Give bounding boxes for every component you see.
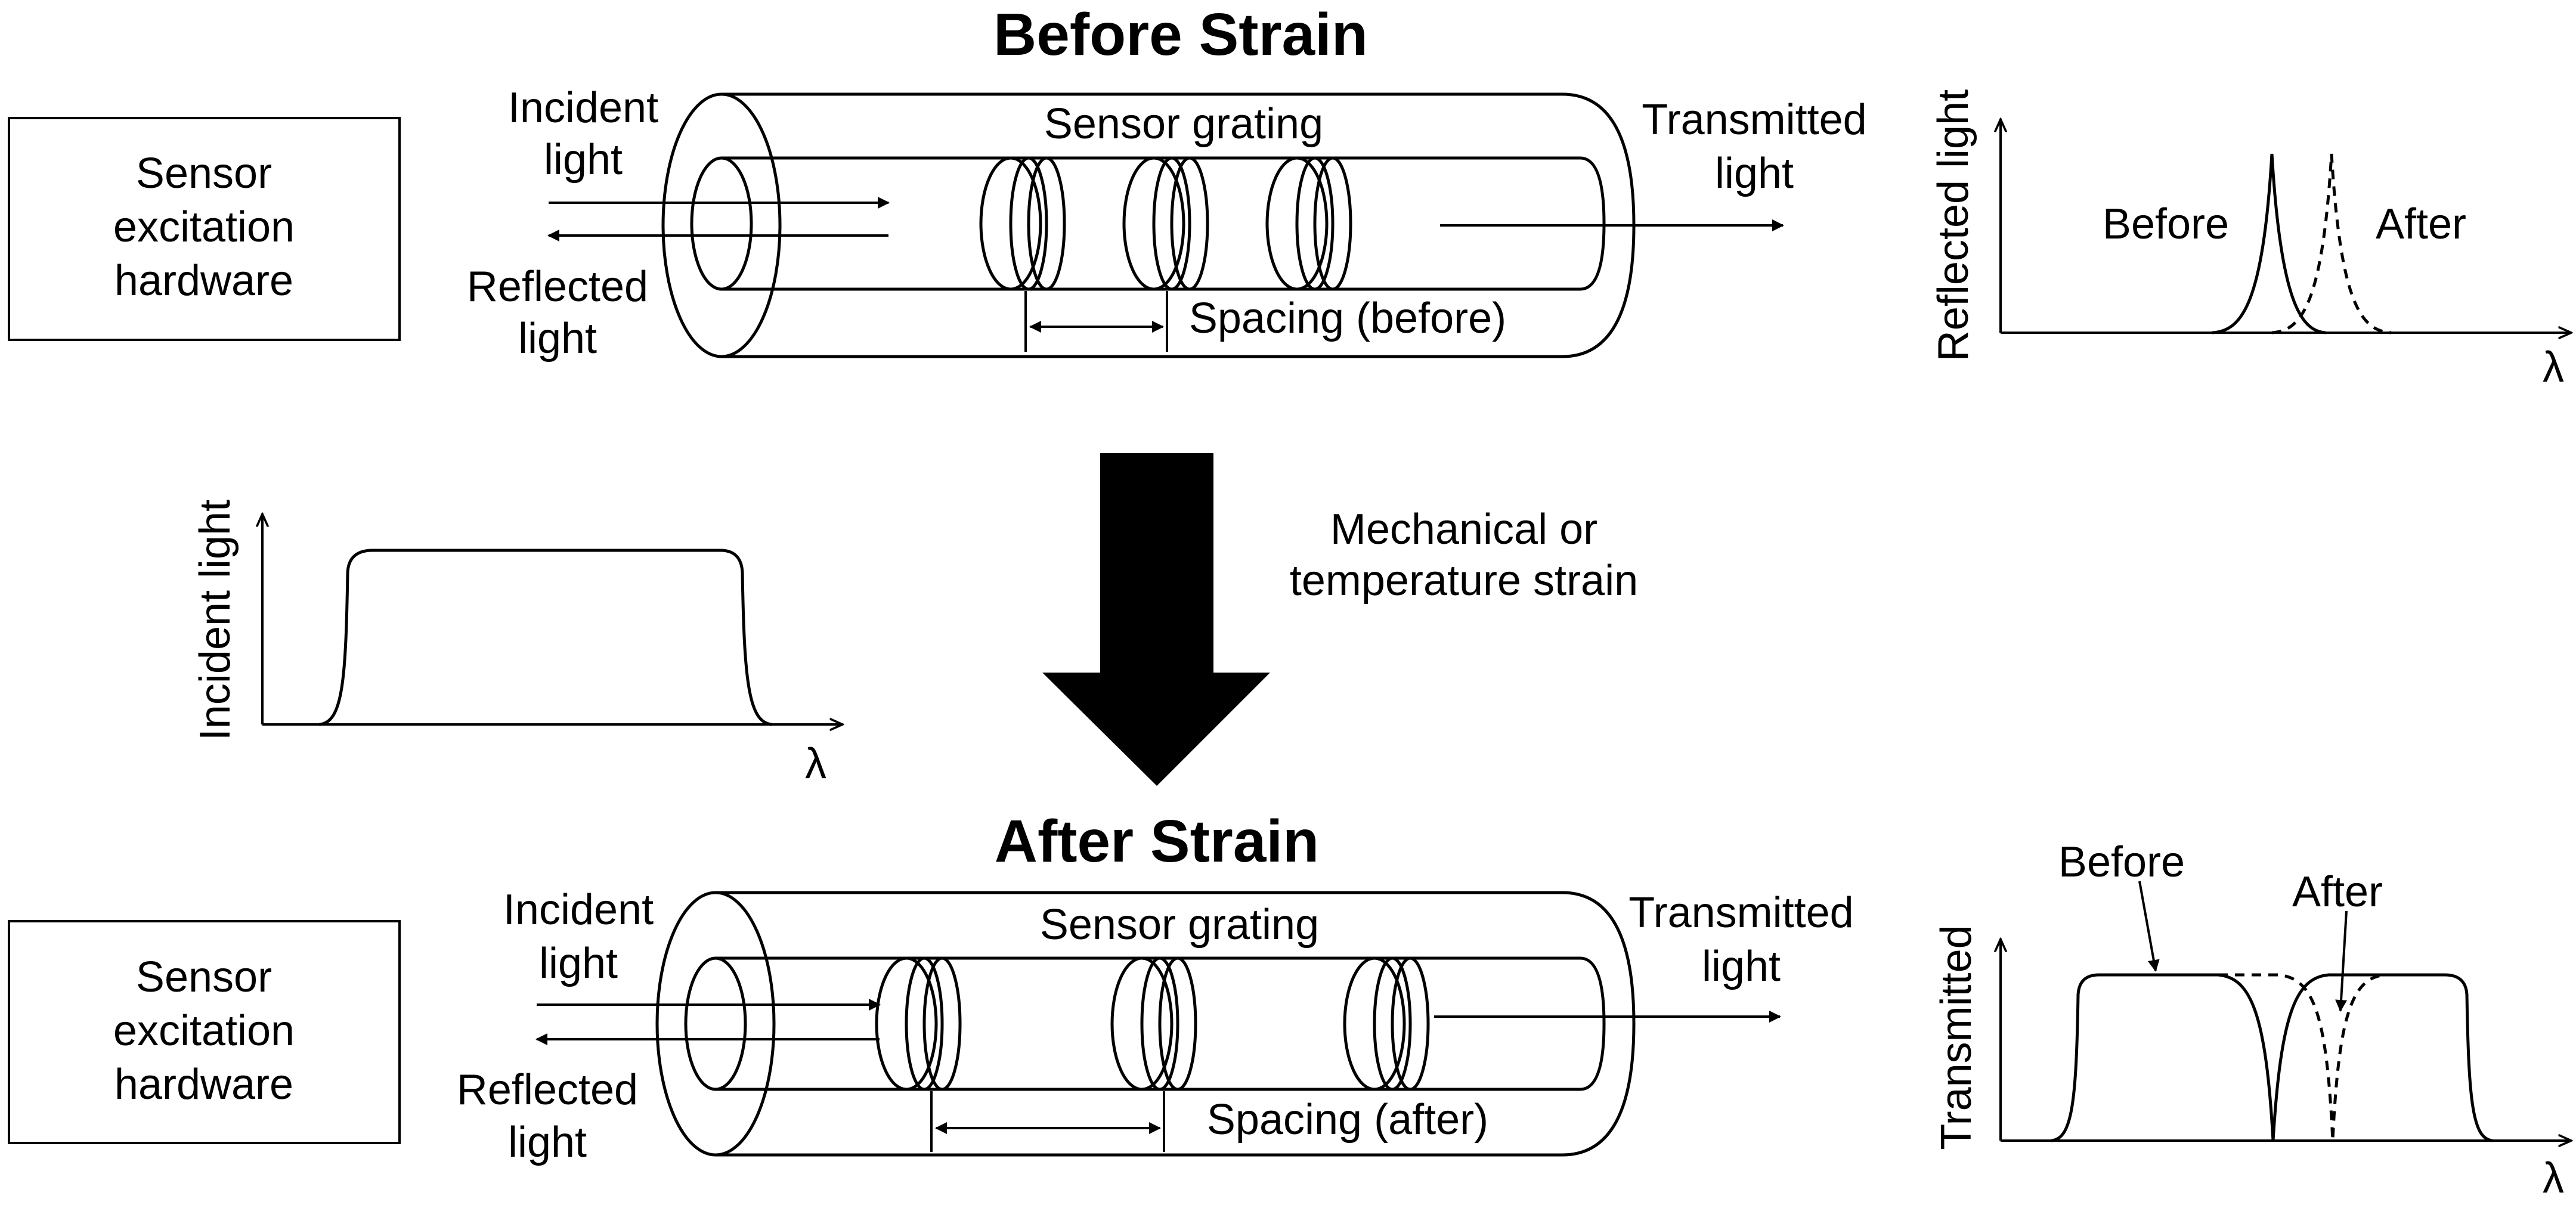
grating-rings-top bbox=[979, 156, 1352, 291]
fiber-top bbox=[547, 92, 1784, 358]
fiber-bottom bbox=[535, 891, 1781, 1157]
transmitted-label-bottom-2: light bbox=[1702, 943, 1781, 990]
spacing-label-bottom: Spacing (after) bbox=[1207, 1096, 1488, 1144]
transmitted-after-label: After bbox=[2292, 868, 2383, 916]
grating-label-bottom: Sensor grating bbox=[1040, 901, 1319, 949]
incident-label-bottom-1: Incident bbox=[503, 886, 654, 934]
transmitted-label-top-1: Transmitted bbox=[1642, 96, 1866, 144]
reflected-y-label: Reflected light bbox=[1930, 89, 1977, 361]
hardware-bottom-line-3: hardware bbox=[114, 1061, 293, 1108]
transmitted-after-pointer bbox=[2335, 910, 2348, 1012]
hardware-box-bottom: Sensor excitation hardware bbox=[8, 920, 401, 1144]
hardware-top-line-3: hardware bbox=[114, 257, 293, 305]
hardware-bottom-line-1: Sensor bbox=[136, 953, 272, 1001]
reflected-after-label: After bbox=[2376, 200, 2466, 248]
transmitted-label-bottom-1: Transmitted bbox=[1628, 889, 1853, 937]
reflected-label-top-2: light bbox=[518, 315, 597, 363]
hardware-box-top: Sensor excitation hardware bbox=[8, 117, 401, 341]
incident-spectrum bbox=[318, 549, 773, 726]
reflected-before-label: Before bbox=[2103, 200, 2229, 248]
strain-label-2: temperature strain bbox=[1290, 557, 1638, 605]
strain-arrow bbox=[1042, 453, 1270, 786]
incident-light-plot bbox=[262, 514, 843, 724]
strain-label-1: Mechanical or bbox=[1330, 506, 1597, 553]
reflected-before-peak bbox=[2212, 153, 2326, 334]
spacing-label-top: Spacing (before) bbox=[1189, 295, 1506, 342]
hardware-bottom-line-2: excitation bbox=[113, 1007, 295, 1055]
incident-label-top-2: light bbox=[544, 136, 623, 184]
transmitted-x-label: λ bbox=[2543, 1154, 2564, 1202]
grating-rings-bottom bbox=[875, 956, 1430, 1091]
transmitted-label-top-2: light bbox=[1715, 150, 1794, 197]
transmitted-before-pointer bbox=[2138, 881, 2160, 972]
transmitted-y-label: Transmitted bbox=[1933, 925, 1980, 1150]
incident-y-label: Incident light bbox=[191, 500, 239, 741]
reflected-x-label: λ bbox=[2543, 343, 2564, 391]
hardware-top-line-1: Sensor bbox=[136, 150, 272, 197]
transmitted-before-right bbox=[2271, 973, 2493, 1142]
reflected-label-bottom-1: Reflected bbox=[457, 1066, 638, 1114]
transmitted-after-notch bbox=[2218, 973, 2386, 1141]
reflected-label-top-1: Reflected bbox=[467, 263, 648, 311]
reflected-label-bottom-2: light bbox=[508, 1119, 587, 1166]
hardware-top-line-2: excitation bbox=[113, 203, 295, 251]
transmitted-plot bbox=[2001, 881, 2571, 1141]
grating-label-top: Sensor grating bbox=[1044, 100, 1323, 148]
transmitted-before-label: Before bbox=[2058, 838, 2185, 886]
incident-x-label: λ bbox=[805, 740, 826, 788]
before-strain-title: Before Strain bbox=[993, 1, 1368, 68]
reflected-after-peak bbox=[2271, 153, 2392, 334]
transmitted-before-left bbox=[2051, 973, 2275, 1142]
incident-label-bottom-2: light bbox=[539, 940, 618, 987]
after-strain-title: After Strain bbox=[995, 808, 1320, 875]
incident-label-top-1: Incident bbox=[508, 84, 658, 132]
reflected-light-plot bbox=[2001, 119, 2571, 333]
